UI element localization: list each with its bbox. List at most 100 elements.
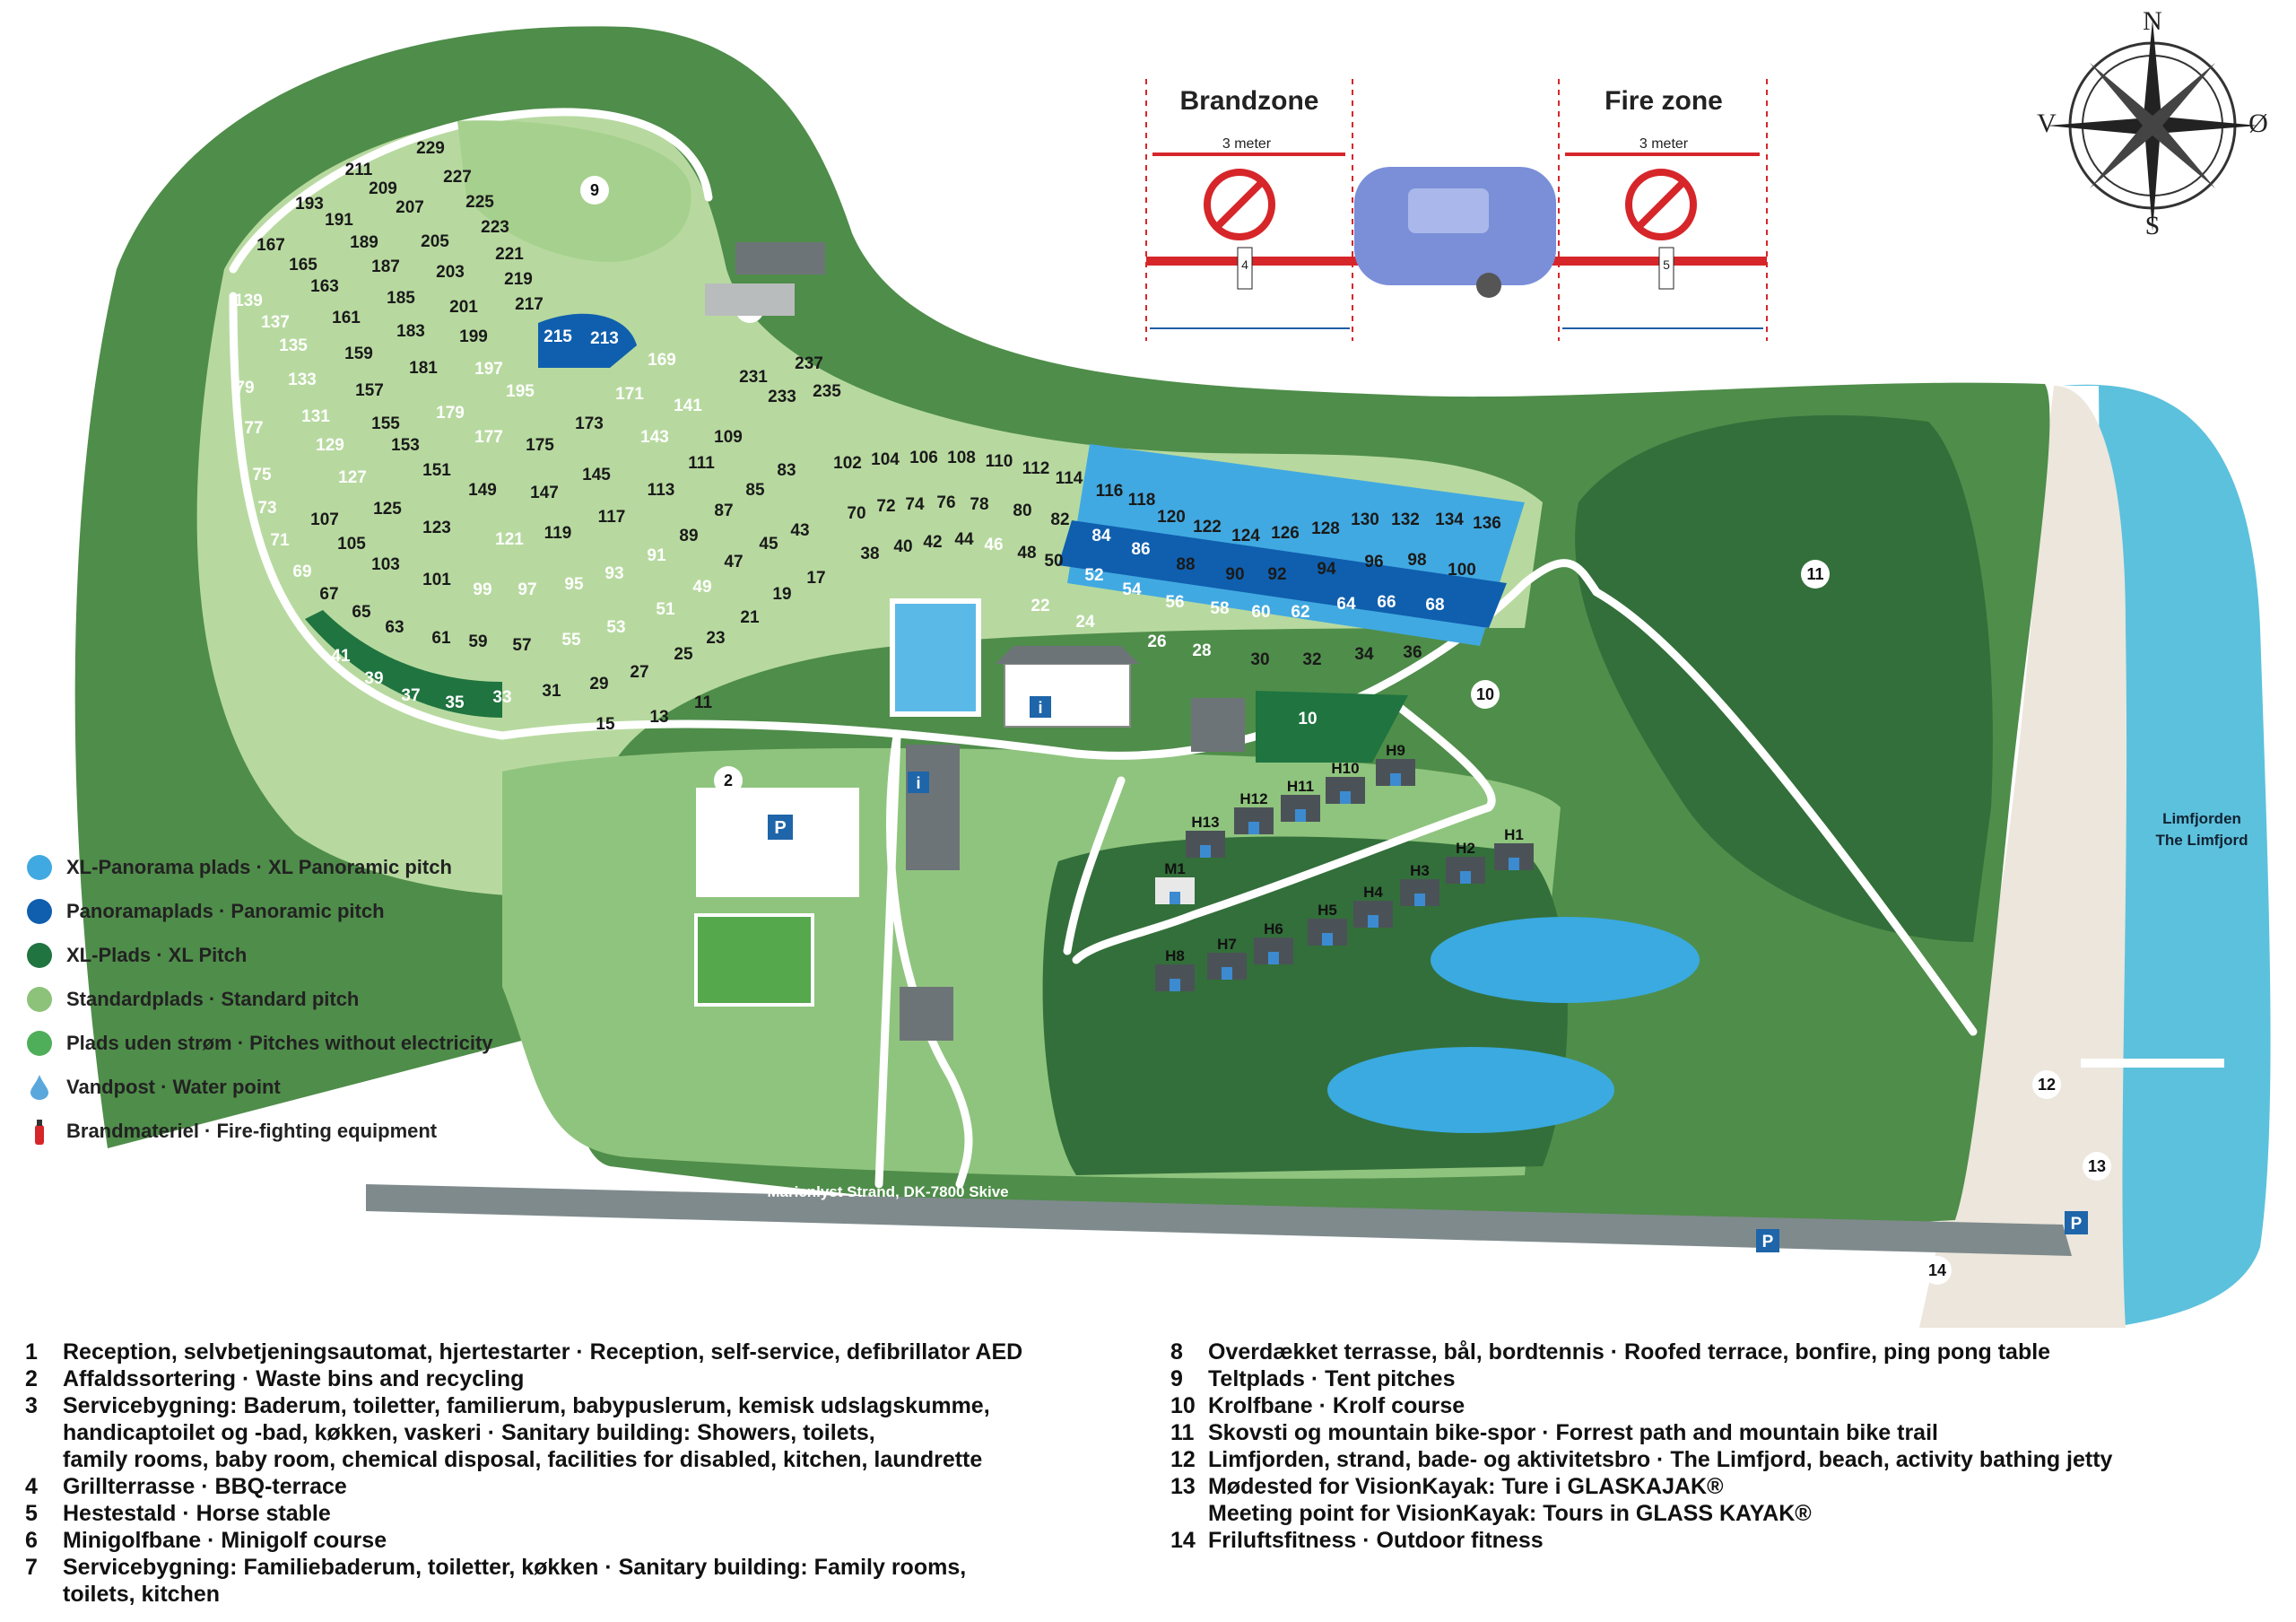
pitch-number: 35 <box>445 693 465 712</box>
pitch-number: 54 <box>1122 580 1142 599</box>
facility-number: 9 <box>590 181 599 199</box>
facility-marker <box>1923 1256 1952 1285</box>
water-drop-icon <box>27 1073 52 1102</box>
pitch-number: 77 <box>244 419 263 438</box>
facility-number: 12 <box>2038 1076 2056 1094</box>
key-description: Overdækket terrasse, bål, bordtennis · R… <box>1208 1339 2051 1365</box>
pitch-number: 237 <box>795 354 823 373</box>
pitch-number: 189 <box>350 233 378 252</box>
pitch-number: 122 <box>1193 518 1222 536</box>
caravan-window <box>1408 188 1489 233</box>
pitch-number: 93 <box>604 564 623 583</box>
pitch-number: 193 <box>295 195 324 214</box>
pitch-number: 96 <box>1364 553 1383 571</box>
pitch-number: 209 <box>369 179 397 198</box>
hut: H5 <box>1308 902 1347 946</box>
pitch-number: 110 <box>986 452 1013 471</box>
facility-number: 11 <box>1806 565 1823 583</box>
camping-area <box>196 113 1544 898</box>
legend-swatch <box>27 942 52 968</box>
key-description: Mødested for VisionKayak: Ture i GLASKAJ… <box>1208 1474 1812 1526</box>
key-number: 3 <box>25 1393 38 1418</box>
key-description: Friluftsfitness · Outdoor fitness <box>1208 1528 1544 1553</box>
legend-swatch <box>27 854 52 880</box>
pitch-number: 23 <box>706 629 725 648</box>
pitch-number: 91 <box>647 546 666 565</box>
pitch-number: 37 <box>401 686 420 705</box>
pitch-number: 19 <box>772 585 791 604</box>
pitch-number: 55 <box>561 631 581 650</box>
pitch-number: 65 <box>352 603 371 622</box>
pitch-number: 40 <box>893 537 912 556</box>
pitch-number: 125 <box>373 500 402 519</box>
hut-label: H11 <box>1287 778 1314 795</box>
legend-item: Panoramaplads · Panoramic pitch <box>27 889 583 933</box>
legend-item: Brandmateriel · Fire-fighting equipment <box>27 1109 583 1153</box>
compass-rose: N S Ø V <box>2037 6 2268 240</box>
pitch-number: 211 <box>345 161 373 179</box>
facility-marker <box>1471 680 1500 709</box>
pitch-number: 205 <box>421 232 449 251</box>
tent-zone <box>457 120 691 262</box>
info-sign-3-label: i <box>1038 699 1042 717</box>
forest-trail-area <box>1575 414 1993 942</box>
legend-swatch <box>27 986 52 1012</box>
hut-label: H2 <box>1456 840 1475 857</box>
hut: H13 <box>1186 814 1225 858</box>
pitch-number: 84 <box>1091 527 1111 545</box>
fire-zone-diagram: Brandzone Fire zone 3 meter 3 meter 4 5 <box>1145 79 1768 341</box>
hut-label: H5 <box>1318 902 1337 919</box>
hut: H9 <box>1376 742 1415 786</box>
service-building-3 <box>1004 663 1131 728</box>
key-number: 1 <box>25 1339 38 1365</box>
pitch-number: 159 <box>344 344 373 363</box>
compass-east: Ø <box>2248 109 2268 138</box>
hut: H1 <box>1494 826 1534 870</box>
pitch-number: 53 <box>606 618 625 637</box>
service-building-3-roof <box>996 646 1139 664</box>
lake-lower <box>1327 1047 1614 1133</box>
pitch-number: 78 <box>970 495 988 514</box>
pitch-number: 56 <box>1165 593 1184 612</box>
pitch-number: 86 <box>1131 540 1150 559</box>
pitch-number: 155 <box>371 414 400 433</box>
pitch-number: 13 <box>649 708 668 727</box>
pitch-number: 95 <box>564 575 584 594</box>
pitch-number: 46 <box>984 536 1003 554</box>
pitch-number: 151 <box>422 461 451 480</box>
pitch-number: 105 <box>337 535 366 554</box>
legend-item: Vandpost · Water point <box>27 1065 583 1109</box>
pitch-number: 80 <box>1013 501 1031 520</box>
pitch-number: 157 <box>355 381 384 400</box>
legend-label: XL-Panorama plads · XL Panoramic pitch <box>66 855 452 878</box>
facility-marker <box>580 176 609 205</box>
hut-door <box>1509 858 1519 870</box>
pitch-number: 94 <box>1317 560 1336 579</box>
legend-item: XL-Panorama plads · XL Panoramic pitch <box>27 845 583 889</box>
pitch-number: 74 <box>905 495 925 514</box>
pitch-number: 114 <box>1056 469 1083 488</box>
pitch-number: 201 <box>449 298 478 317</box>
road-label: Marienlyst Strand, DK-7800 Skive <box>767 1183 1008 1200</box>
panorama-hill-zone <box>538 313 637 368</box>
pitch-number: 131 <box>301 407 330 426</box>
minigolf-6 <box>694 913 814 1007</box>
key-description: Servicebygning: Familiebaderum, toilette… <box>63 1555 967 1607</box>
hut: H12 <box>1234 790 1274 834</box>
internal-roads <box>229 108 1978 1189</box>
pitch-number: 85 <box>745 481 765 500</box>
hut-label: H7 <box>1217 936 1237 953</box>
pitch-number: 31 <box>542 682 561 701</box>
hut: H2 <box>1446 840 1485 884</box>
